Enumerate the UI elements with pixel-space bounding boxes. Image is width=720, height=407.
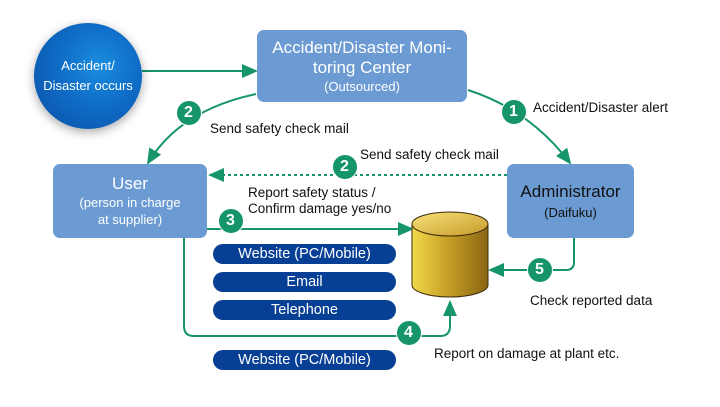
administrator-box: Administrator (Daifuku) — [507, 164, 634, 238]
user-title: User — [112, 174, 148, 193]
step3-label-line1: Report safety status / — [248, 185, 376, 200]
step2b-badge: 2 — [331, 153, 358, 180]
channel-telephone-pill: Telephone — [213, 300, 396, 320]
step2a-badge: 2 — [175, 99, 202, 126]
step3-badge: 3 — [217, 207, 244, 234]
step5-label: Check reported data — [530, 293, 653, 308]
step2b-label: Send safety check mail — [360, 147, 499, 162]
admin-title: Administrator — [520, 181, 621, 201]
accident-occurs-node: Accident/ Disaster occurs — [34, 23, 142, 129]
admin-subtitle: (Daifuku) — [544, 204, 597, 220]
monitoring-center-box: Accident/Disaster Moni- toring Center (O… — [257, 30, 467, 102]
origin-line1: Accident/ — [61, 58, 115, 73]
center-line3: (Outsourced) — [324, 78, 400, 94]
user-line2: (person in charge — [79, 195, 181, 210]
channel-website-step4-pill: Website (PC/Mobile) — [213, 350, 396, 370]
step2a-label: Send safety check mail — [210, 121, 349, 136]
channel-email-pill: Email — [213, 272, 396, 292]
step1-badge: 1 — [500, 98, 527, 125]
step1-label: Accident/Disaster alert — [533, 100, 669, 115]
database-cylinder-icon — [411, 211, 489, 298]
step4-label: Report on damage at plant etc. — [434, 346, 620, 361]
channel-website-pill: Website (PC/Mobile) — [213, 244, 396, 264]
arrow-step4 — [183, 238, 457, 337]
step5-badge: 5 — [526, 256, 553, 283]
step3-label-line2: Confirm damage yes/no — [248, 201, 392, 216]
origin-line2: Disaster occurs — [43, 78, 133, 93]
user-line3: at supplier) — [97, 212, 163, 227]
arrow-step5 — [488, 238, 575, 277]
user-box: User (person in charge at supplier) — [53, 164, 207, 238]
center-line2: toring Center — [312, 57, 412, 77]
center-line1: Accident/Disaster Moni- — [272, 37, 452, 57]
step4-badge: 4 — [395, 319, 422, 346]
